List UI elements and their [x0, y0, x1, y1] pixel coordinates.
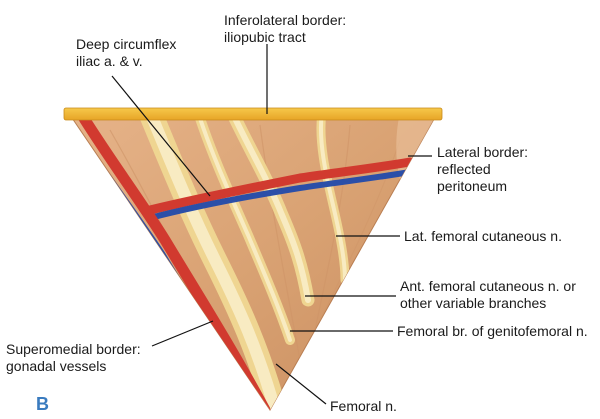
label-superomedial-line2: gonadal vessels [6, 358, 107, 374]
label-femoral-nerve: Femoral n. [330, 398, 397, 415]
label-ant-femoral-cutaneous-line1: Ant. femoral cutaneous n. or [400, 278, 576, 294]
label-deep-circumflex: Deep circumflex iliac a. & v. [76, 36, 176, 70]
label-lat-femoral-cutaneous-line1: Lat. femoral cutaneous n. [404, 228, 562, 244]
label-deep-circumflex-line2: iliac a. & v. [76, 53, 143, 69]
label-lat-femoral-cutaneous: Lat. femoral cutaneous n. [404, 228, 562, 245]
label-femoral-branch-line1: Femoral br. of genitofemoral n. [397, 323, 588, 339]
gonadal-artery [74, 112, 271, 410]
label-femoral-nerve-line1: Femoral n. [330, 398, 397, 414]
label-lateral-border: Lateral border: reflected peritoneum [437, 144, 528, 195]
label-lateral-border-line3: peritoneum [437, 178, 508, 194]
label-inferolateral-line1: Inferolateral border: [224, 12, 347, 28]
label-lateral-border-line2: reflected [437, 161, 491, 177]
label-ant-femoral-cutaneous: Ant. femoral cutaneous n. or other varia… [400, 278, 576, 312]
leader-deep-circumflex [111, 75, 211, 197]
label-deep-circumflex-line1: Deep circumflex [76, 36, 177, 52]
deep-circumflex-iliac-vein [147, 169, 413, 221]
label-superomedial-line1: Superomedial border: [6, 341, 141, 357]
label-inferolateral-border: Inferolateral border: iliopubic tract [224, 12, 346, 46]
panel-letter: B [36, 394, 49, 414]
deep-circumflex-iliac-artery [145, 157, 415, 215]
iliopubic-tract [63, 107, 443, 121]
label-lateral-border-line1: Lateral border: [437, 144, 529, 160]
leader-lines [111, 44, 432, 405]
label-inferolateral-line2: iliopubic tract [224, 29, 306, 45]
label-femoral-branch-genitofemoral: Femoral br. of genitofemoral n. [397, 323, 588, 340]
label-superomedial-border: Superomedial border: gonadal vessels [6, 341, 141, 375]
leader-femoral-n [275, 363, 327, 405]
leader-superomedial [151, 320, 214, 347]
reflected-peritoneum [396, 112, 438, 180]
label-ant-femoral-cutaneous-line2: other variable branches [400, 295, 547, 311]
